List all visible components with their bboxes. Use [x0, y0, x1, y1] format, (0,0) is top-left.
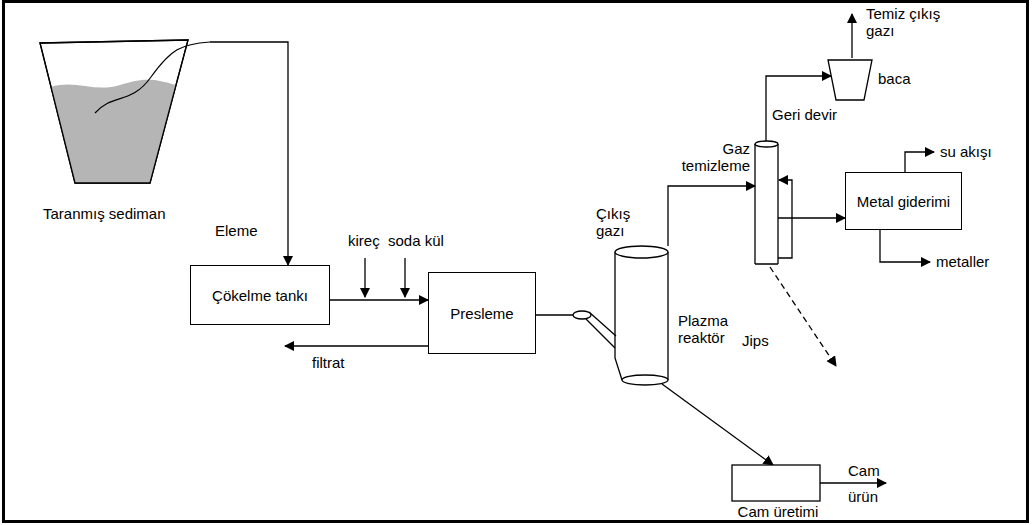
process-box: Presleme [428, 272, 536, 354]
flow-label: soda kül [388, 232, 444, 249]
lime-feed-arrow [364, 258, 365, 297]
node-label: baca [878, 70, 920, 87]
flow-label: Jips [742, 332, 769, 349]
metals-arrow [880, 230, 930, 262]
process-box: Cam üretimi [728, 465, 828, 523]
node-label: Taranmış sediman [43, 205, 208, 222]
flow-label: Temiz çıkış gazı [866, 5, 966, 39]
flow-label: su akışı [940, 143, 992, 160]
chimney: baca [826, 56, 921, 104]
flow-label: kireç [348, 232, 380, 249]
flow-connector [330, 299, 428, 300]
flow-label: Geri devir [772, 106, 837, 123]
node-label: Çökelme tankı [206, 287, 314, 304]
node-label: Metal giderimi [851, 193, 956, 210]
flow-label: Eleme [215, 222, 258, 239]
flow-connector [778, 217, 845, 218]
process-box: Metal giderimi [845, 172, 962, 230]
flow-label: metaller [936, 253, 989, 270]
clean-gas-arrow [851, 14, 852, 58]
glass-product-arrow [820, 482, 886, 483]
gypsum-arrow [770, 267, 836, 366]
sediment-tank: Taranmış sediman [35, 35, 210, 230]
process-box: Çökelme tankı [190, 265, 330, 325]
flow-connector [210, 42, 288, 265]
flow-label: Cam ürün [848, 458, 890, 510]
node-label: Gaz temizleme [672, 140, 750, 174]
flow-label: Çıkış gazı [596, 205, 651, 239]
node-label: Presleme [444, 305, 519, 322]
gas-scrubber: Gaz temizleme [672, 138, 782, 268]
flow-connector [536, 314, 573, 315]
node-label: Cam üretimi [728, 503, 828, 520]
flow-connector [668, 186, 755, 246]
plasma-reactor: Plazma reaktör [572, 240, 762, 390]
reactor-outline [572, 240, 762, 390]
water-flow-arrow [905, 152, 934, 172]
filtrate-arrow [285, 345, 428, 346]
soda-feed-arrow [404, 258, 405, 297]
tank-outline [35, 35, 210, 230]
recycle-loop [778, 180, 792, 258]
flow-label: filtrat [312, 354, 345, 371]
flow-connector [662, 384, 773, 465]
